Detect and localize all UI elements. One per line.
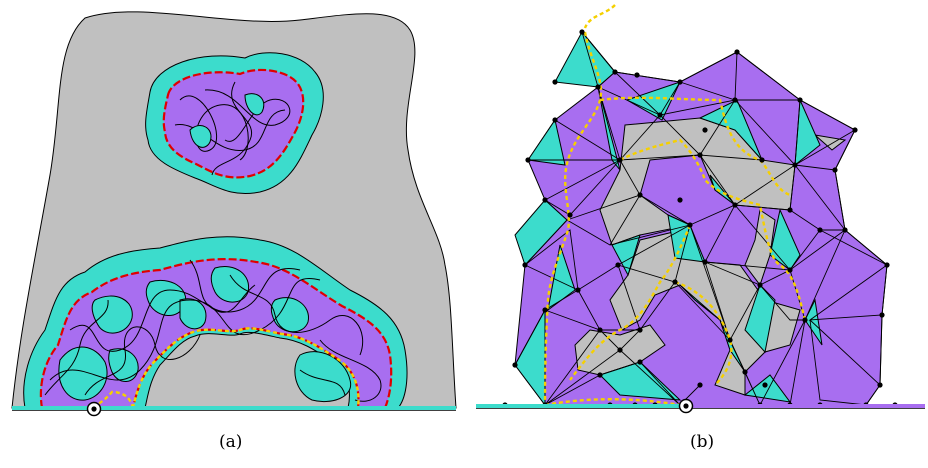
top-blob-interior (162, 68, 305, 179)
caption-b: (b) (690, 432, 715, 452)
yellow-dashed-path (543, 4, 807, 407)
top-blob-pocket (189, 125, 212, 148)
arch-inner-yellow (89, 327, 360, 410)
arch-curves (44, 259, 382, 402)
root-marker-b (678, 398, 694, 414)
panel-b (476, 4, 925, 414)
root-marker-a (86, 401, 102, 417)
caption-a: (a) (219, 432, 243, 452)
panel-a (11, 11, 457, 417)
top-blob-pocket (244, 93, 265, 116)
figure (11, 4, 925, 417)
